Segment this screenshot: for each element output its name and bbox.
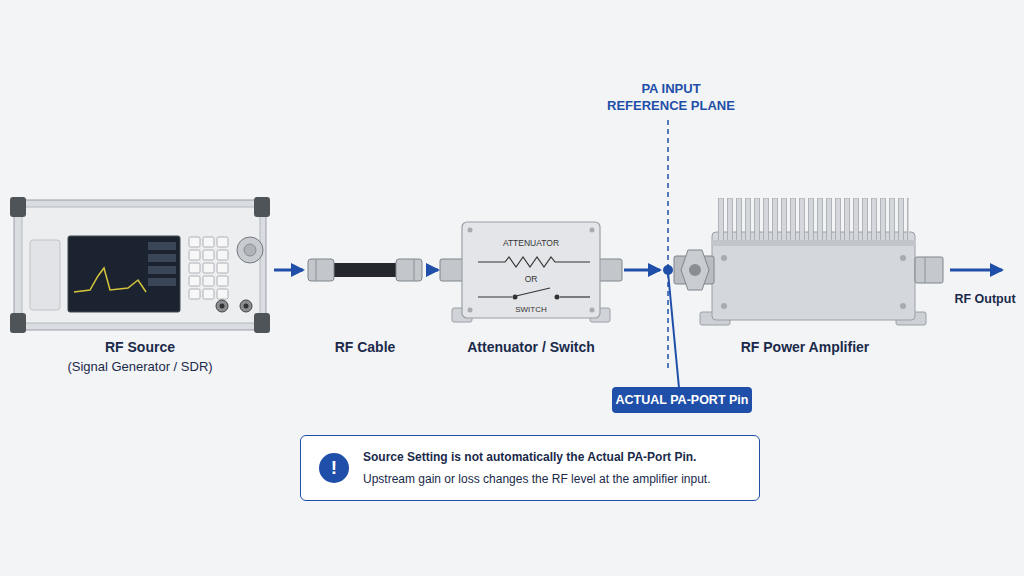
rf-port: [216, 300, 228, 312]
sma-connector: [440, 259, 464, 281]
screw: [468, 308, 473, 313]
note-box: ! Source Setting is not automatically the…: [300, 435, 760, 501]
callout-box: ACTUAL PA-PORT Pin: [612, 387, 752, 413]
component-label: Attenuator / Switch: [410, 339, 652, 357]
attenuator-body: [462, 222, 600, 318]
switch-symbol: [560, 296, 590, 297]
tuning-knob: [237, 237, 263, 263]
cable-connector: [396, 259, 422, 281]
output-arrow: [950, 269, 1002, 272]
note-text: Upstream gain or loss changes the RF lev…: [363, 472, 757, 487]
screw: [900, 303, 906, 309]
connector-ridge: [414, 259, 415, 281]
rf-port: [220, 304, 225, 309]
output-connector: [915, 257, 943, 283]
rf-port: [240, 300, 252, 312]
screw: [590, 308, 595, 313]
signal-generator-illustration: [10, 197, 270, 333]
cable-block: RF Cable: [305, 250, 425, 362]
screen-menu: [148, 266, 176, 274]
rf-cable-illustration: [308, 259, 422, 281]
signal-arrow: [427, 269, 438, 272]
switch-symbol: [555, 295, 560, 300]
side-vent: [30, 240, 60, 310]
callout-text: ACTUAL PA-PORT Pin: [612, 393, 752, 409]
corner-bumper: [254, 313, 270, 333]
reference-dot: [663, 265, 673, 275]
switch-symbol: [516, 288, 550, 296]
screw: [721, 255, 727, 261]
screen-menu: [148, 278, 176, 286]
screen-menu: [148, 254, 176, 262]
leader-line: [668, 272, 679, 388]
output-label: RF Output: [946, 291, 1024, 307]
amplifier-illustration: [674, 198, 943, 325]
sma-connector: [598, 259, 622, 281]
screw: [721, 303, 727, 309]
connector-ridge: [316, 259, 317, 281]
panel-text: SWITCH: [440, 305, 622, 315]
note-text: Source Setting is not automatically the …: [363, 450, 757, 465]
connector-ridge: [925, 257, 926, 283]
connector-pin: [689, 264, 701, 276]
component-subtitle: (Signal Generator / SDR): [8, 359, 272, 375]
screen-menu: [148, 242, 176, 250]
reference-plane-label: PA INPUT REFERENCE PLANE: [604, 80, 738, 114]
component-label: RF Source: [8, 339, 272, 357]
cable-jacket: [332, 263, 398, 277]
heat-sink-fins: [718, 198, 909, 242]
instrument-screen: [68, 236, 180, 312]
connector-nut: [681, 250, 709, 290]
screw: [590, 228, 595, 233]
instrument-case: [14, 200, 266, 330]
amplifier-body: [712, 232, 915, 320]
screen-trace: [74, 268, 146, 292]
panel-text: ATTENUATOR: [440, 238, 622, 249]
corner-bumper: [10, 313, 26, 333]
switch-symbol: [478, 296, 512, 297]
corner-bumper: [10, 197, 26, 217]
screw: [468, 228, 473, 233]
keypad: [188, 236, 230, 301]
corner-bumper: [254, 197, 270, 217]
source-block: RF Source (Signal Generator / SDR): [8, 192, 272, 377]
signal-arrow: [274, 269, 303, 272]
signal-arrow: [624, 269, 660, 272]
heat-sink-base: [712, 240, 915, 246]
resistor-symbol: [478, 257, 590, 267]
note-icon: !: [319, 453, 349, 483]
panel-text: OR: [440, 274, 622, 285]
attenuator-block: ATTENUATORORSWITCHAttenuator / Switch: [440, 218, 622, 360]
attenuator-illustration: [440, 222, 622, 322]
cable-connector: [308, 259, 334, 281]
amplifier-block: RF Power Amplifier: [662, 192, 948, 362]
tuning-knob: [244, 244, 256, 256]
component-label: RF Power Amplifier: [662, 339, 948, 357]
component-label: RF Cable: [305, 339, 425, 357]
rf-port: [244, 304, 249, 309]
reference-plane-line: [667, 120, 669, 372]
screw: [900, 255, 906, 261]
instrument-panel: [22, 207, 260, 323]
